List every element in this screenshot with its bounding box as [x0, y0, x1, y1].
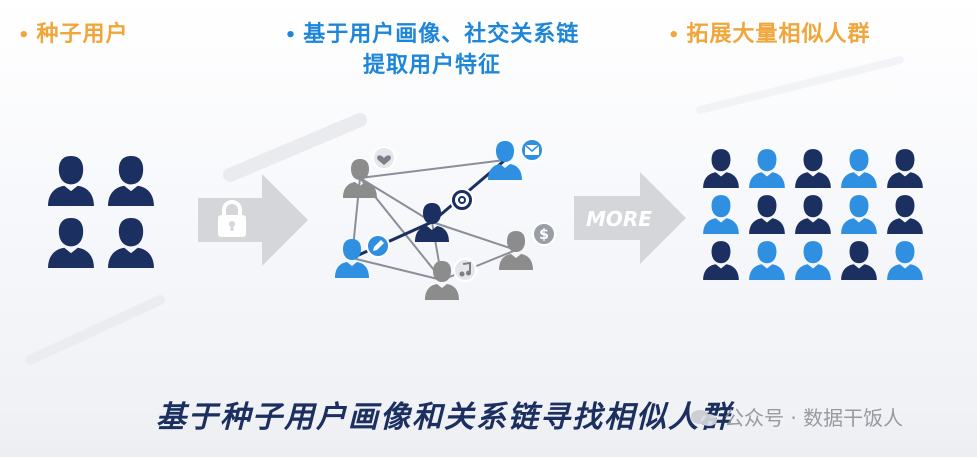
- network-node: $: [499, 222, 556, 270]
- mail-icon: [520, 138, 544, 162]
- seed-user-icon: [104, 152, 158, 210]
- music-icon: [453, 258, 477, 282]
- similar-user-icon: [838, 238, 880, 284]
- gear-icon: [450, 188, 474, 212]
- seed-user-icon: [44, 152, 98, 210]
- header-feature-extraction: •基于用户画像、社交关系链 提取用户特征: [232, 20, 632, 81]
- bullet: •: [284, 25, 298, 46]
- bottom-title: 基于种子用户画像和关系链寻找相似人群: [156, 400, 732, 435]
- similar-user-icon: [838, 192, 880, 238]
- header-feature-line1: 基于用户画像、社交关系链: [303, 22, 580, 47]
- watermark-text: 公众号 · 数据干饭人: [724, 406, 904, 430]
- watermark: 公众号 · 数据干饭人: [690, 402, 903, 431]
- similar-user-icon: [884, 238, 926, 284]
- header-feature-line2: 提取用户特征: [362, 53, 501, 78]
- heart-icon: [372, 146, 396, 170]
- network-node: [335, 234, 390, 278]
- header-seed-users: •种子用户: [18, 20, 129, 51]
- header-expand-audience: •拓展大量相似人群: [668, 20, 871, 51]
- pencil-icon: [366, 234, 390, 258]
- similar-user-icon: [700, 146, 742, 192]
- seed-user-icon: [44, 214, 98, 272]
- bullet: •: [18, 25, 31, 46]
- arrow-lock: [198, 174, 308, 266]
- network-node: [488, 138, 544, 180]
- arrow-more: MORE: [574, 172, 686, 264]
- similar-user-icon: [884, 192, 926, 238]
- wechat-icon: [691, 410, 717, 426]
- seed-user-icon: [104, 214, 158, 272]
- similar-user-icon: [746, 192, 788, 238]
- bottom-banner: [0, 372, 977, 457]
- header-seed-users-text: 种子用户: [36, 22, 129, 47]
- similar-user-icon: [700, 238, 742, 284]
- lock-icon: [218, 200, 246, 237]
- network-node: [425, 258, 477, 300]
- similar-user-icon: [884, 146, 926, 192]
- similar-user-icon: [746, 146, 788, 192]
- similar-user-icon: [700, 192, 742, 238]
- similar-user-icon: [746, 238, 788, 284]
- similar-user-icon: [792, 192, 834, 238]
- similar-user-icon: [792, 238, 834, 284]
- header-expand-text: 拓展大量相似人群: [686, 22, 871, 47]
- network-node: [343, 146, 396, 198]
- dollar-icon: $: [532, 222, 556, 246]
- social-network-graph: $: [335, 138, 556, 300]
- bullet: •: [668, 25, 681, 46]
- svg-text:$: $: [539, 227, 549, 243]
- more-label: MORE: [586, 207, 652, 231]
- similar-user-icon: [838, 146, 880, 192]
- network-node: [415, 188, 474, 242]
- similar-user-icon: [792, 146, 834, 192]
